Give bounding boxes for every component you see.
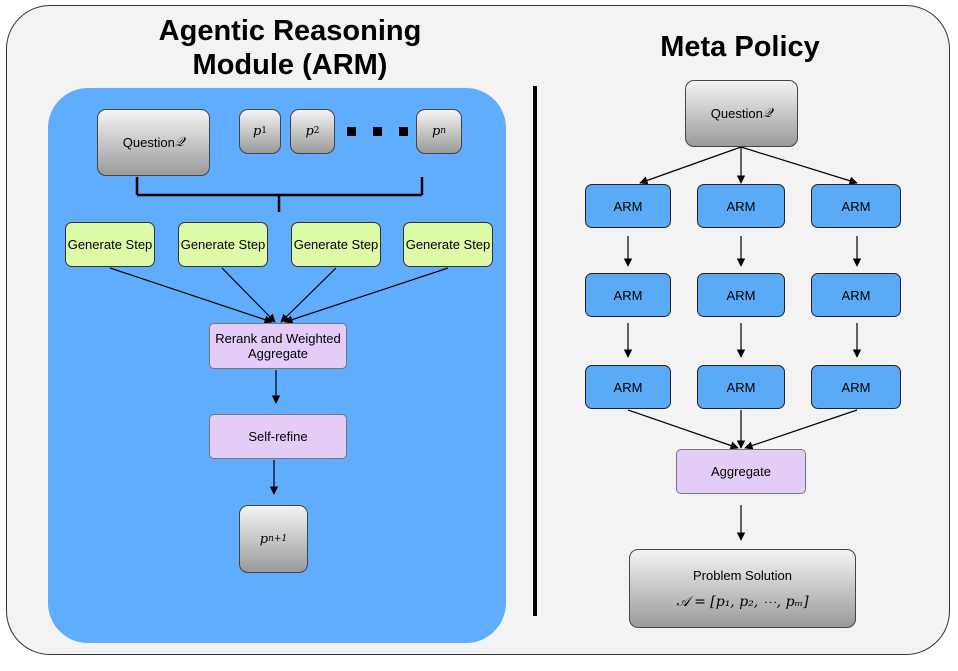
section-divider [533, 86, 537, 616]
arm-box-r1c3: ARM [811, 184, 901, 228]
arm-box-r3c3: ARM [811, 365, 901, 409]
arrow-gen4-rerank [284, 267, 449, 324]
arrow-gen1-rerank [109, 267, 273, 324]
pnext-sub: n+1 [268, 533, 288, 544]
meta-question-symbol: 𝒬 [762, 106, 773, 121]
arm-question-box: Question 𝒬 [97, 109, 210, 176]
arrow-col3-aggregate [744, 409, 858, 450]
arm-box-r1c1: ARM [585, 184, 671, 228]
meta-aggregate-box: Aggregate [676, 449, 806, 494]
self-refine-box: Self-refine [209, 414, 347, 459]
arrow-question-arm-col3 [740, 146, 858, 185]
ellipsis-dot [373, 127, 382, 136]
arm-box-r3c2: ARM [697, 365, 785, 409]
generate-step-box-4: Generate Step [403, 222, 493, 267]
arm-box-r1c2: ARM [697, 184, 785, 228]
arm-box-r2c3: ARM [811, 273, 901, 317]
pnext-base: p [259, 531, 269, 547]
arrow-question-arm-col1 [639, 146, 742, 185]
generate-step-box-2: Generate Step [178, 222, 268, 267]
arm-title: Agentic Reasoning Module (ARM) [120, 14, 460, 82]
ellipsis-dot [399, 127, 408, 136]
pn-base: p [431, 124, 441, 139]
arm-question-symbol: 𝒬 [174, 135, 185, 150]
arrow-gen2-rerank [221, 267, 276, 323]
arm-question-label: Question [122, 135, 175, 150]
problem-solution-box: Problem Solution 𝒜 = [p₁, p₂, ⋯, pₘ] [629, 549, 856, 628]
ellipsis-dot [347, 127, 356, 136]
p1-base: p [252, 124, 262, 139]
p2-base: p [305, 124, 314, 139]
solution-formula: 𝒜 = [p₁, p₂, ⋯, pₘ] [676, 593, 809, 610]
meta-policy-title: Meta Policy [660, 31, 820, 63]
arm-box-r2c1: ARM [585, 273, 671, 317]
arm-title-line2: Module (ARM) [192, 49, 388, 81]
problem-solution-title: Problem Solution [693, 567, 792, 583]
input-bracket [135, 177, 424, 212]
arm-box-r3c1: ARM [585, 365, 671, 409]
p1-sub: 1 [261, 126, 268, 136]
p2-sub: 2 [313, 126, 320, 136]
meta-question-box: Question 𝒬 [685, 80, 798, 147]
generate-step-box-3: Generate Step [291, 222, 381, 267]
meta-question-label: Question [710, 106, 763, 121]
generate-step-box-1: Generate Step [65, 222, 155, 267]
arrow-gen3-rerank [280, 267, 337, 323]
arm-title-line1: Agentic Reasoning [158, 15, 422, 47]
rerank-aggregate-box: Rerank and Weighted Aggregate [209, 323, 347, 369]
arm-box-r2c2: ARM [697, 273, 785, 317]
arrow-col1-aggregate [627, 409, 739, 450]
pn-sub: n [440, 126, 447, 136]
